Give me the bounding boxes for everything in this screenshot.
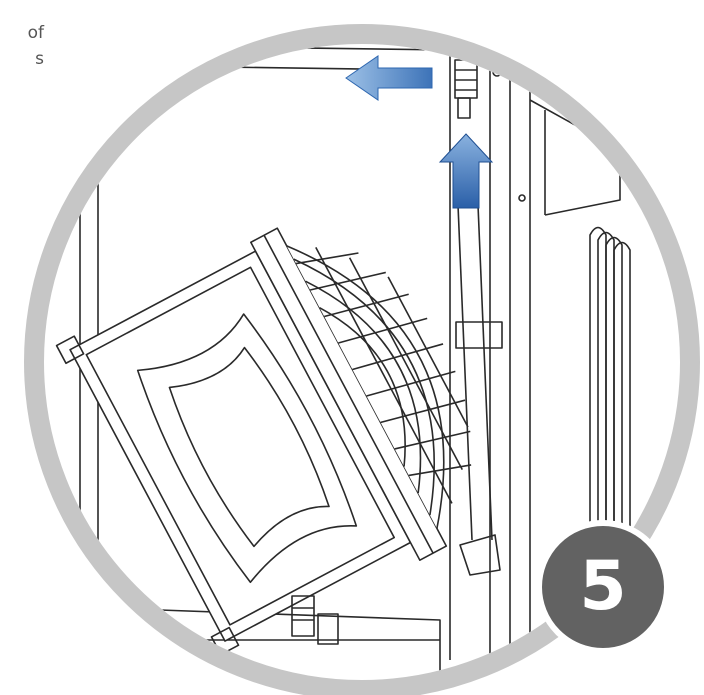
fan-assembly [55,227,472,656]
heat-exchanger-tubes [589,226,631,640]
arrow-left-icon [345,55,433,101]
cable [455,204,503,541]
edge-text-line-1: of [27,23,44,43]
detail-ring [24,24,700,695]
arrow-up-icon [438,133,494,209]
side-panel [454,55,621,680]
fan-feet [291,534,501,645]
step-number-badge: 5 [536,520,670,654]
edge-text-line-2: s [35,49,44,69]
